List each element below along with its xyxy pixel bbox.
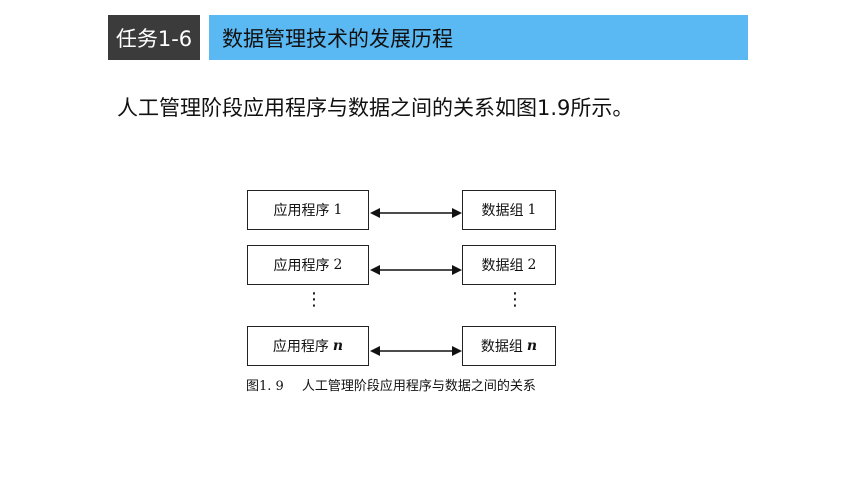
- app-box-number: n: [332, 338, 344, 354]
- app-box-label: 应用程序: [273, 258, 330, 274]
- app-box-1: 应用程序 1: [247, 190, 369, 230]
- data-box-number: n: [526, 338, 538, 354]
- app-box-number: 1: [333, 202, 343, 218]
- data-box-1: 数据组 1: [462, 190, 556, 230]
- body-text: 人工管理阶段应用程序与数据之间的关系如图1.9所示。: [117, 96, 634, 120]
- data-box-label: 数据组: [481, 258, 524, 274]
- data-box-label: 数据组: [480, 339, 523, 355]
- data-box-number: 1: [527, 202, 537, 218]
- bidirectional-arrow-1: [370, 208, 462, 218]
- ellipsis-right: ⋮: [506, 289, 524, 310]
- app-box-label: 应用程序: [273, 203, 330, 219]
- caption-number: 图1. 9: [246, 379, 284, 394]
- app-box-2: 应用程序 2: [247, 245, 369, 285]
- data-box-n: 数据组 n: [462, 326, 556, 366]
- data-box-2: 数据组 2: [462, 245, 556, 285]
- app-box-number: 2: [333, 257, 343, 273]
- app-box-label: 应用程序: [272, 339, 329, 355]
- page-title: 数据管理技术的发展历程: [209, 15, 748, 60]
- bidirectional-arrow-n: [370, 346, 462, 356]
- caption-title: 人工管理阶段应用程序与数据之间的关系: [301, 379, 536, 394]
- data-box-label: 数据组: [481, 203, 524, 219]
- task-badge: 任务1-6: [108, 15, 200, 60]
- ellipsis-left: ⋮: [305, 289, 323, 310]
- figure-caption: 图1. 9 人工管理阶段应用程序与数据之间的关系: [246, 375, 536, 394]
- bidirectional-arrow-2: [370, 265, 462, 275]
- data-box-number: 2: [527, 257, 537, 273]
- app-box-n: 应用程序 n: [247, 326, 369, 366]
